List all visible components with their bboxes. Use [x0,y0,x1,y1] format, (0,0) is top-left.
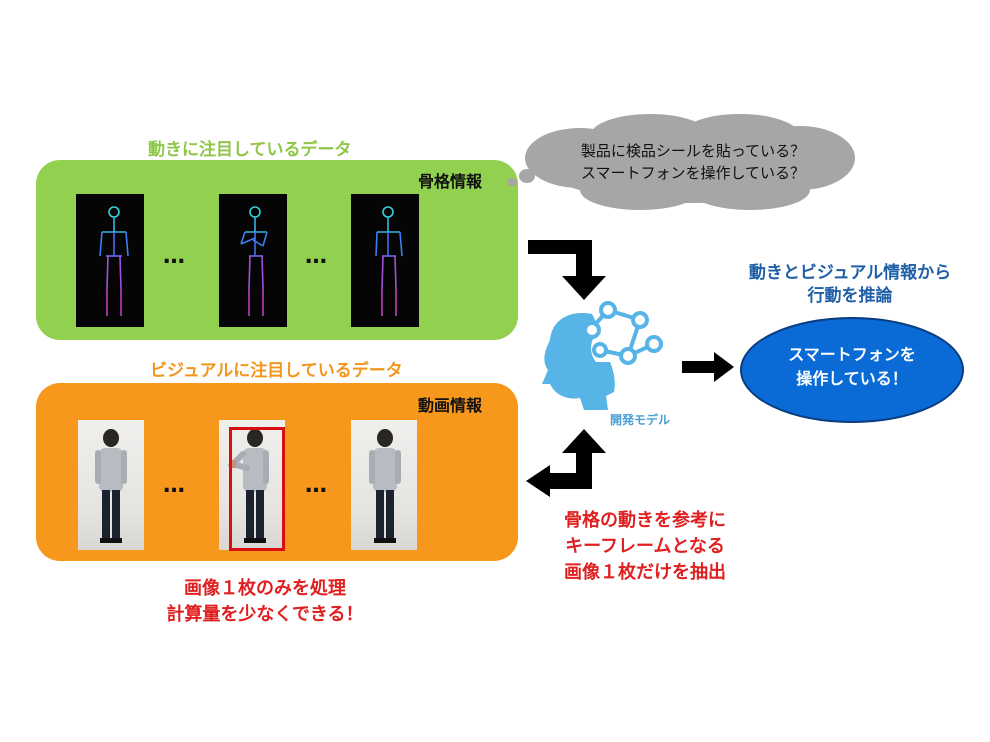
skeleton-frame-1 [76,194,144,327]
video-panel-label: 動画情報 [418,396,483,415]
video-frame-1 [78,420,144,550]
video-frame-3 [351,420,417,550]
video-ellipsis-1: … [163,473,187,498]
keyframe-note: 骨格の動きを参考に キーフレームとなる 画像１枚だけを抽出 [530,508,760,586]
arrow-down-right-icon [528,240,606,300]
thought-bubble-text: 製品に検品シールを貼っている？ スマートフォンを操作している？ [548,140,838,184]
thought-bubble-line1: 製品に検品シールを貼っている？ [580,142,806,160]
video-ellipsis-2: … [305,473,329,498]
arrow-up-left-icon [526,429,606,497]
model-label: 開発モデル [610,413,671,427]
skeleton-frame-2 [219,194,287,327]
skeleton-figure-icon [99,206,129,316]
compute-note-line1: 画像１枚のみを処理 [184,578,346,599]
result-line1: スマートフォンを [788,345,916,364]
thought-bubble-cloud-icon [507,114,855,210]
person-photo-icon [95,429,127,543]
inference-line2: 行動を推論 [807,286,893,306]
skeleton-ellipsis-2: … [305,244,329,269]
keyframe-note-line2: キーフレームとなる [565,536,725,557]
inference-text: 動きとビジュアル情報から 行動を推論 [725,262,975,308]
keyframe-highlight-box [229,427,285,551]
result-ellipse [740,317,964,423]
skeleton-frame-3 [351,194,419,327]
person-photo-icon [369,429,401,543]
skeleton-ellipsis-1: … [163,244,187,269]
result-text: スマートフォンを 操作している！ [752,343,952,391]
keyframe-note-line1: 骨格の動きを参考に [564,510,726,531]
inference-line1: 動きとビジュアル情報から [748,263,952,283]
compute-note: 画像１枚のみを処理 計算量を少なくできる！ [120,576,410,628]
compute-note-line2: 計算量を少なくできる！ [166,604,364,625]
skeleton-figure-icon [240,206,268,316]
skeleton-panel-label: 骨格情報 [418,172,483,191]
visual-section-title: ビジュアルに注目しているデータ [150,361,403,381]
skeleton-figure-icon [375,206,403,316]
skeleton-section-title: 動きに注目しているデータ [148,140,352,160]
ai-brain-head-icon [542,301,663,410]
arrow-right-icon [682,352,734,382]
result-line2: 操作している！ [796,369,908,388]
person-photo-icon [227,429,269,543]
keyframe-note-line3: 画像１枚だけを抽出 [564,562,726,583]
thought-bubble-line2: スマートフォンを操作している？ [580,164,806,182]
